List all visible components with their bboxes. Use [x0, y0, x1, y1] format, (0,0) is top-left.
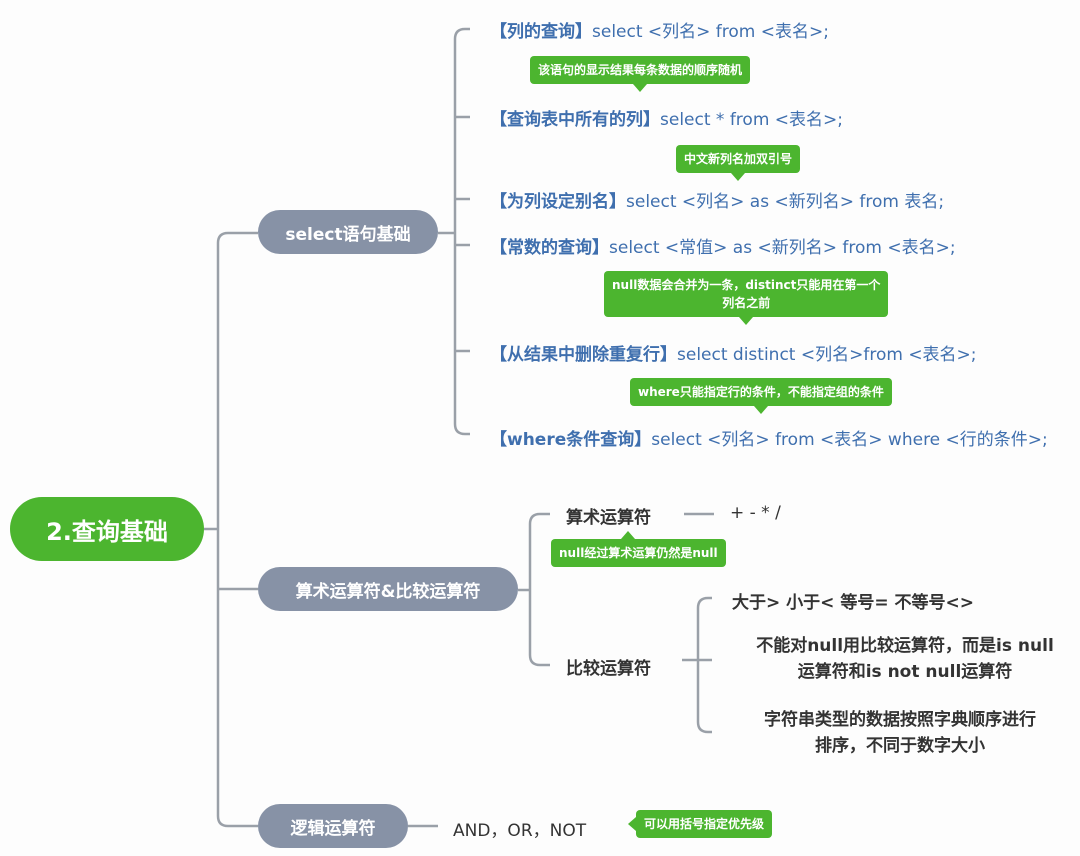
item-title: 【where条件查询】	[490, 430, 652, 450]
note-callout: 中文新列名加双引号	[676, 145, 801, 181]
item-code: select <常值> as <新列名> from <表名>;	[609, 238, 956, 258]
compare-text: 排序，不同于数字大小	[815, 736, 985, 756]
select-item[interactable]: 【查询表中所有的列】select * from <表名>;	[490, 105, 843, 130]
arith-operator-label[interactable]: 算术运算符	[566, 508, 651, 528]
item-title: 【查询表中所有的列】	[490, 110, 660, 130]
branch-label: select语句基础	[285, 224, 411, 245]
note-callout: 该语句的显示结果每条数据的顺序随机	[530, 56, 751, 92]
arith-operators: + - * /	[730, 503, 781, 523]
branch-label: 逻辑运算符	[290, 818, 376, 839]
branch-logic-operators[interactable]: 逻辑运算符	[258, 804, 408, 848]
select-item[interactable]: 【列的查询】select <列名> from <表名>;	[490, 17, 829, 42]
note-callout: null经过算术运算仍然是null	[551, 531, 726, 567]
branch-select-basics[interactable]: select语句基础	[258, 210, 438, 254]
compare-text: 运算符和is not null运算符	[797, 662, 1013, 682]
note-text: 中文新列名加双引号	[684, 152, 793, 166]
branch-operators[interactable]: 算术运算符&比较运算符	[258, 567, 518, 611]
note-text: where只能指定行的条件，不能指定组的条件	[638, 385, 884, 399]
item-title: 【为列设定别名】	[490, 192, 626, 212]
compare-item[interactable]: 字符串类型的数据按照字典顺序进行排序，不同于数字大小	[735, 707, 1065, 759]
note-text: null数据会合并为一条，distinct只能用在第一个	[612, 278, 881, 292]
select-item[interactable]: 【常数的查询】select <常值> as <新列名> from <表名>;	[490, 233, 956, 258]
branch-label: 算术运算符&比较运算符	[295, 581, 481, 602]
note-text: 该语句的显示结果每条数据的顺序随机	[538, 63, 743, 77]
note-callout: where只能指定行的条件，不能指定组的条件	[630, 378, 892, 414]
item-code: select <列名> from <表名>;	[592, 22, 829, 42]
compare-text: 大于> 小于< 等号= 不等号<>	[732, 593, 974, 613]
compare-text: 字符串类型的数据按照字典顺序进行	[764, 710, 1036, 730]
root-label: 2.查询基础	[46, 517, 168, 546]
logic-operators[interactable]: AND，OR，NOT	[453, 821, 587, 841]
compare-operator-label[interactable]: 比较运算符	[566, 659, 651, 679]
note-text: 列名之前	[722, 296, 771, 310]
select-item[interactable]: 【where条件查询】select <列名> from <表名> where <…	[490, 425, 1048, 450]
item-title: 【从结果中删除重复行】	[490, 345, 677, 365]
note-text: null经过算术运算仍然是null	[559, 546, 718, 560]
item-title: 【列的查询】	[490, 22, 592, 42]
root-node[interactable]: 2.查询基础	[10, 497, 204, 561]
compare-text: 不能对null用比较运算符，而是is null	[756, 636, 1054, 656]
item-code: select <列名> from <表名> where <行的条件>;	[651, 430, 1048, 450]
item-title: 【常数的查询】	[490, 238, 609, 258]
select-item[interactable]: 【为列设定别名】select <列名> as <新列名> from 表名;	[490, 187, 944, 212]
item-code: select distinct <列名>from <表名>;	[677, 345, 977, 365]
item-code: select * from <表名>;	[660, 110, 843, 130]
compare-item[interactable]: 大于> 小于< 等号= 不等号<>	[732, 588, 974, 613]
item-code: select <列名> as <新列名> from 表名;	[626, 192, 945, 212]
select-item[interactable]: 【从结果中删除重复行】select distinct <列名>from <表名>…	[490, 340, 977, 365]
compare-item[interactable]: 不能对null用比较运算符，而是is null 运算符和is not null运算…	[740, 633, 1070, 685]
note-callout: null数据会合并为一条，distinct只能用在第一个列名之前	[604, 271, 889, 325]
note-text: 可以用括号指定优先级	[644, 817, 765, 831]
note-callout: 可以用括号指定优先级	[627, 810, 773, 838]
